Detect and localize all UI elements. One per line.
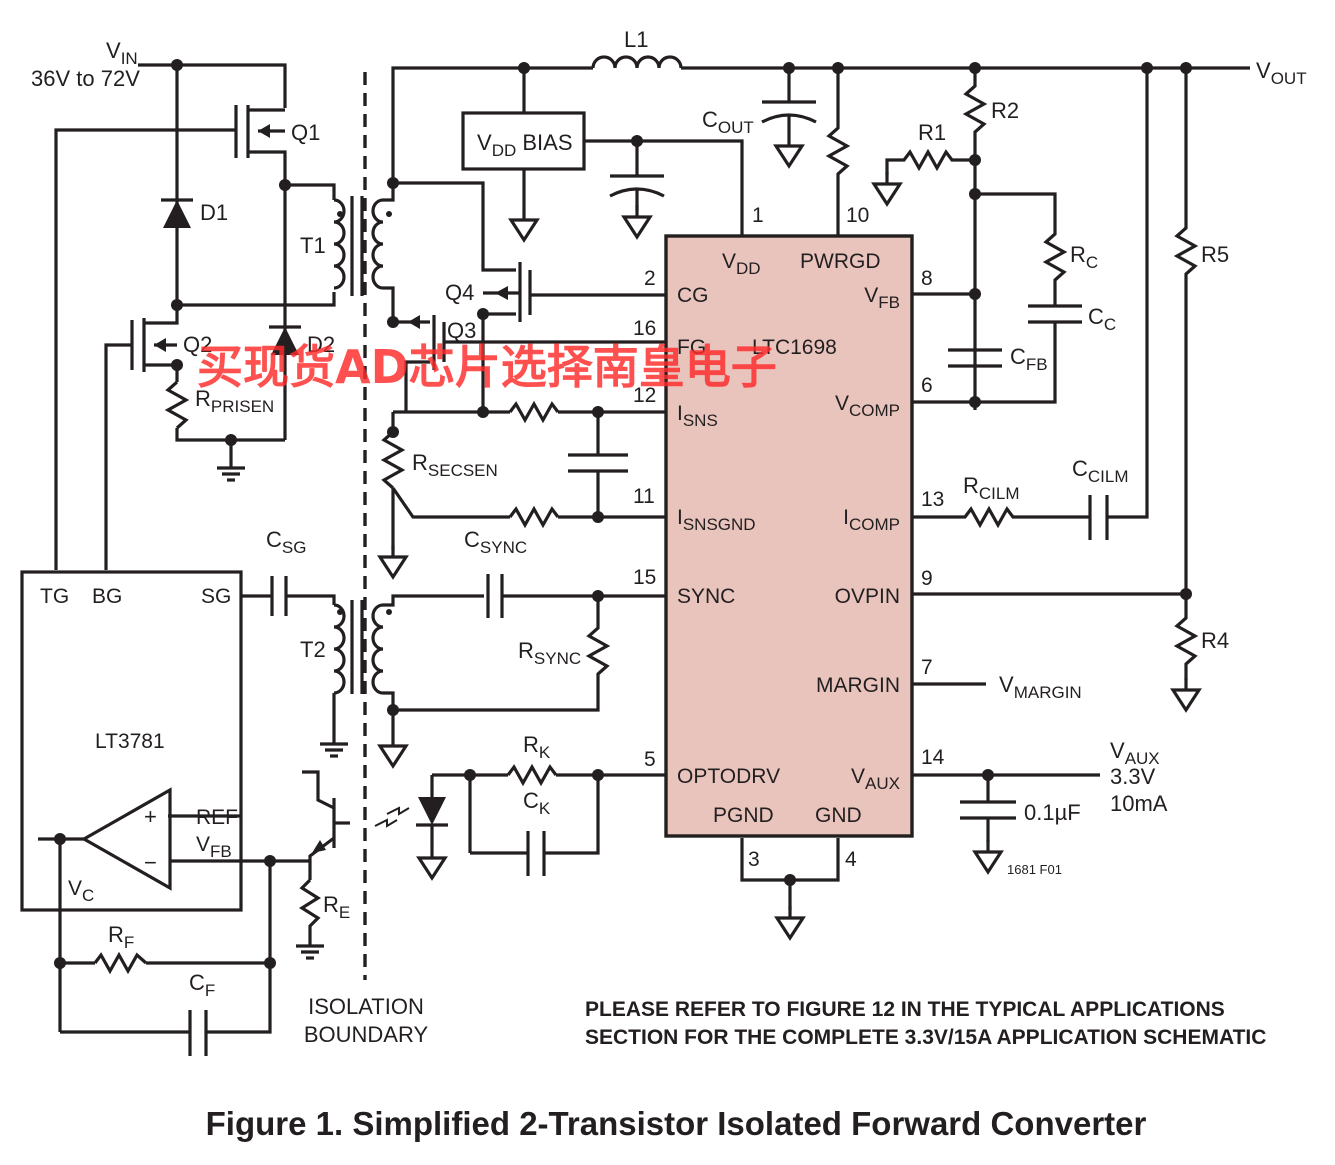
vin-range: 36V to 72V — [31, 66, 140, 91]
junction-dots — [54, 59, 1192, 969]
d2-label: D2 — [307, 332, 335, 357]
pin-pgnd: PGND — [713, 804, 774, 827]
pin-optodrv: OPTODRV — [677, 765, 780, 788]
pin-vaux: VAUX — [851, 765, 900, 793]
pin-num-4: 4 — [845, 848, 857, 871]
isolation-label-2: BOUNDARY — [304, 1022, 429, 1047]
t2-label: T2 — [300, 637, 326, 662]
figure-caption: Figure 1. Simplified 2-Transistor Isolat… — [206, 1105, 1147, 1142]
r5-label: R5 — [1201, 242, 1229, 267]
lt3781-labels: TG BG SG LT3781 REF VFB VC + − — [40, 585, 238, 905]
note-line-2: SECTION FOR THE COMPLETE 3.3V/15A APPLIC… — [585, 1026, 1266, 1049]
ltc1698-name: LTC1698 — [752, 336, 837, 359]
vaux-voltage: 3.3V — [1110, 764, 1156, 789]
component-labels: VIN 36V to 72V VOUT L1 COUT VDD BIAS Q1 … — [31, 27, 1307, 1047]
primary-wiring — [20, 63, 410, 1056]
lt3781-pin-bg: BG — [92, 585, 122, 608]
lt3781-pin-sg: SG — [201, 585, 231, 608]
rsync-label: RSYNC — [518, 638, 581, 668]
pin-margin: MARGIN — [816, 674, 900, 697]
lt3781-ref: REF — [196, 806, 238, 829]
vout-label: VOUT — [1256, 58, 1307, 88]
cfb-label: CFB — [1010, 344, 1048, 374]
pin-isns: ISNS — [677, 402, 718, 430]
vaux-current: 10mA — [1110, 791, 1168, 816]
q2-label: Q2 — [183, 332, 212, 357]
pin-num-9: 9 — [921, 567, 933, 590]
pin-num-3: 3 — [748, 848, 760, 871]
pin-vdd: VDD — [722, 250, 761, 278]
pin-num-5: 5 — [644, 748, 656, 771]
q4-label: Q4 — [445, 280, 474, 305]
vdd-bias-label: VDD BIAS — [477, 130, 573, 160]
rc-label: RC — [1070, 242, 1098, 272]
pin-isnsgnd: ISNSGND — [677, 506, 756, 534]
secondary-wiring — [371, 55, 1250, 910]
pin-gnd: GND — [815, 804, 862, 827]
r1-label: R1 — [918, 120, 946, 145]
pin-num-11: 11 — [633, 485, 655, 508]
pin-pwrgd: PWRGD — [800, 250, 881, 273]
lt3781-name: LT3781 — [95, 730, 165, 753]
rk-label: RK — [523, 732, 551, 762]
pin-cg: CG — [677, 284, 709, 307]
pin-num-12: 12 — [633, 384, 656, 407]
watermark: 买现货AD芯片选择南皇电子 — [197, 340, 777, 394]
rf-label: RF — [108, 922, 134, 952]
pin-num-6: 6 — [921, 374, 933, 397]
pin-num-1: 1 — [752, 204, 764, 227]
isolation-label-1: ISOLATION — [308, 994, 424, 1019]
t1-label: T1 — [300, 233, 326, 258]
pin-vcomp: VCOMP — [835, 392, 900, 420]
pin-num-2: 2 — [644, 267, 656, 290]
l1-label: L1 — [624, 27, 648, 52]
lt3781-vc: VC — [68, 877, 94, 905]
re-label: RE — [323, 892, 350, 922]
ccilm-label: CCILM — [1072, 456, 1129, 486]
vaux-label: VAUX — [1110, 738, 1160, 768]
q1-label: Q1 — [291, 120, 320, 145]
amp-minus: − — [144, 850, 157, 875]
pin-num-8: 8 — [921, 267, 933, 290]
pin-num-13: 13 — [921, 488, 944, 511]
rcilm-label: RCILM — [963, 473, 1020, 503]
r2-label: R2 — [991, 98, 1019, 123]
pin-num-16: 16 — [633, 317, 656, 340]
lt3781-vfb: VFB — [196, 833, 232, 861]
figure-code: 1681 F01 — [1007, 862, 1062, 877]
rprisen-label: RPRISEN — [195, 386, 274, 416]
ck-label: CK — [523, 788, 551, 818]
pin-num-7: 7 — [921, 656, 933, 679]
pin-sync: SYNC — [677, 585, 735, 608]
vin-label: VIN — [106, 38, 138, 68]
vmargin-label: VMARGIN — [999, 672, 1082, 702]
cf-label: CF — [189, 970, 215, 1000]
d1-label: D1 — [200, 200, 228, 225]
amp-plus: + — [144, 804, 157, 829]
ltc1698-chip — [664, 234, 914, 838]
cc-label: CC — [1088, 304, 1116, 334]
cap-01uf-label: 0.1µF — [1024, 800, 1081, 825]
pin-icomp: ICOMP — [843, 506, 900, 534]
pin-vfb: VFB — [864, 284, 900, 312]
rsecsen-label: RSECSEN — [412, 450, 498, 480]
pin-ovpin: OVPIN — [835, 585, 900, 608]
q3-label: Q3 — [447, 318, 476, 343]
ltc1698-pin-labels: 1 10 VDD PWRGD 2 16 12 11 15 5 CG FG LTC… — [633, 204, 945, 871]
note-line-1: PLEASE REFER TO FIGURE 12 IN THE TYPICAL… — [585, 998, 1225, 1021]
pin-num-15: 15 — [633, 566, 656, 589]
pin-fg: FG — [677, 336, 706, 359]
lt3781-pin-tg: TG — [40, 585, 69, 608]
csync-label: CSYNC — [464, 527, 527, 557]
r4-label: R4 — [1201, 628, 1229, 653]
pin-num-14: 14 — [921, 746, 945, 769]
csg-label: CSG — [266, 527, 306, 557]
pin-num-10: 10 — [846, 204, 869, 227]
cout-label: COUT — [702, 107, 754, 137]
